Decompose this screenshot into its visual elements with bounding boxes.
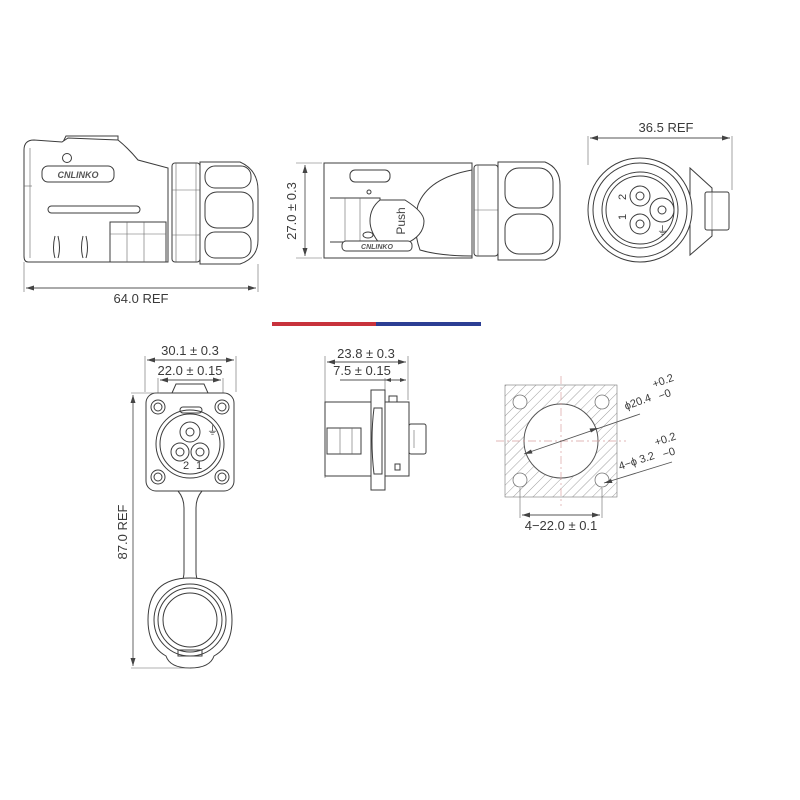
plug-top-view: 27.0 ± 0.3 Push CNLINKO bbox=[284, 161, 561, 261]
mounting-hole-label: 4−ϕ 3.2 bbox=[617, 450, 656, 473]
plug-side-view: CNLINKO 64.0 REF bbox=[23, 135, 259, 306]
bore-diameter-label: ϕ20.4 bbox=[623, 392, 653, 413]
svg-text:1: 1 bbox=[196, 460, 202, 472]
divider-blue bbox=[376, 322, 481, 326]
svg-text:+0.2: +0.2 bbox=[653, 431, 677, 449]
logo-plate bbox=[41, 165, 115, 183]
brand-logo-top: CNLINKO bbox=[361, 244, 393, 251]
receptacle-depth-dimension: 23.8 ± 0.3 bbox=[337, 346, 395, 361]
pin-2 bbox=[629, 185, 651, 207]
svg-text:−0: −0 bbox=[657, 387, 673, 403]
brand-logo: CNLINKO bbox=[58, 170, 99, 180]
pin-earth bbox=[649, 197, 675, 223]
receptacle-length-dimension: 87.0 REF bbox=[115, 504, 130, 559]
plug-width-dimension: 36.5 REF bbox=[639, 120, 694, 135]
svg-text:2: 2 bbox=[617, 194, 629, 200]
divider-red bbox=[272, 322, 376, 326]
plug-length-dimension: 64.0 REF bbox=[114, 291, 169, 306]
svg-text:⏚: ⏚ bbox=[207, 424, 218, 437]
plug-height-dimension: 27.0 ± 0.3 bbox=[284, 182, 299, 240]
flange-depth-dimension: 7.5 ± 0.15 bbox=[333, 363, 391, 378]
receptacle-front-view: 30.1 ± 0.3 22.0 ± 0.15 2 1 ⏚ bbox=[115, 343, 237, 669]
svg-text:⏚: ⏚ bbox=[657, 224, 668, 237]
svg-text:2: 2 bbox=[183, 460, 189, 472]
pin-1 bbox=[629, 213, 651, 235]
push-label: Push bbox=[394, 207, 408, 234]
hole-pitch-cutout-dimension: 4−22.0 ± 0.1 bbox=[525, 518, 598, 533]
receptacle-side-view: 23.8 ± 0.3 7.5 ± 0.15 bbox=[324, 346, 427, 491]
receptacle-width-dimension: 30.1 ± 0.3 bbox=[161, 343, 219, 358]
hole-pitch-dimension: 22.0 ± 0.15 bbox=[158, 363, 223, 378]
svg-text:1: 1 bbox=[617, 214, 629, 220]
svg-text:−0: −0 bbox=[661, 446, 677, 461]
svg-text:+0.2: +0.2 bbox=[651, 372, 676, 391]
plug-front-view: 36.5 REF 2 1 ⏚ bbox=[587, 120, 733, 263]
panel-cutout-view: ϕ20.4 +0.2 −0 4−ϕ 3.2 +0.2 −0 4−22.0 ± 0… bbox=[496, 372, 678, 533]
